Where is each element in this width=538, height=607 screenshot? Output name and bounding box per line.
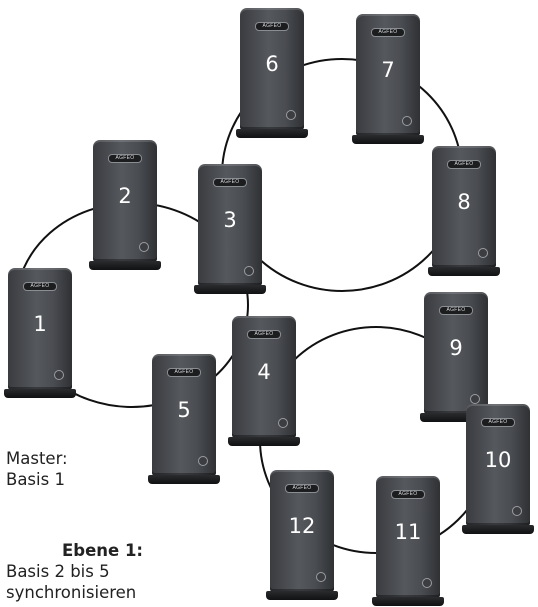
base-number: 2 — [118, 184, 132, 208]
agfeo-logo: AGFEO — [23, 282, 57, 291]
led-icon — [286, 110, 296, 120]
base-station-6: AGFEO 6 — [236, 8, 308, 138]
agfeo-logo: AGFEO — [167, 368, 201, 377]
agfeo-logo: AGFEO — [391, 490, 425, 499]
base-station-2: AGFEO 2 — [89, 140, 161, 270]
base-station-8: AGFEO 8 — [428, 146, 500, 276]
base-number: 8 — [457, 190, 471, 214]
agfeo-logo: AGFEO — [285, 484, 319, 493]
led-icon — [54, 370, 64, 380]
base-station-4: AGFEO 4 — [228, 316, 300, 446]
base-station-3: AGFEO 3 — [194, 164, 266, 294]
led-icon — [316, 572, 326, 582]
base-station-12: AGFEO 12 — [266, 470, 338, 600]
base-station-7: AGFEO 7 — [352, 14, 424, 144]
agfeo-logo: AGFEO — [247, 330, 281, 339]
base-number: 12 — [288, 514, 316, 538]
base-number: 7 — [381, 58, 395, 82]
base-number: 5 — [177, 398, 191, 422]
base-number: 3 — [223, 208, 237, 232]
level-caption: Ebene 1: Basis 2 bis 5 synchronisieren — [6, 540, 143, 603]
base-station-9: AGFEO 9 — [420, 292, 492, 422]
agfeo-logo: AGFEO — [481, 418, 515, 427]
led-icon — [402, 116, 412, 126]
agfeo-logo: AGFEO — [439, 306, 473, 315]
led-icon — [470, 394, 480, 404]
agfeo-logo: AGFEO — [213, 178, 247, 187]
agfeo-logo: AGFEO — [108, 154, 142, 163]
led-icon — [198, 456, 208, 466]
led-icon — [278, 418, 288, 428]
level-line1: Basis 2 bis 5 — [6, 562, 110, 581]
master-caption: Master: Basis 1 — [6, 448, 68, 490]
base-station-5: AGFEO 5 — [148, 354, 220, 484]
agfeo-logo: AGFEO — [255, 22, 289, 31]
led-icon — [512, 506, 522, 516]
base-number: 10 — [484, 448, 512, 472]
led-icon — [244, 266, 254, 276]
master-line2: Basis 1 — [6, 470, 65, 489]
level-title: Ebene 1: — [62, 541, 144, 560]
base-number: 6 — [265, 52, 279, 76]
master-line1: Master: — [6, 449, 68, 468]
base-number: 9 — [449, 336, 463, 360]
base-station-11: AGFEO 11 — [372, 476, 444, 606]
led-icon — [422, 578, 432, 588]
base-station-1: AGFEO 1 — [4, 268, 76, 398]
base-number: 11 — [394, 520, 422, 544]
led-icon — [478, 248, 488, 258]
led-icon — [139, 242, 149, 252]
base-station-10: AGFEO 10 — [462, 404, 534, 534]
base-number: 1 — [33, 312, 47, 336]
agfeo-logo: AGFEO — [371, 28, 405, 37]
agfeo-logo: AGFEO — [447, 160, 481, 169]
level-line2: synchronisieren — [6, 583, 137, 602]
base-number: 4 — [257, 360, 271, 384]
